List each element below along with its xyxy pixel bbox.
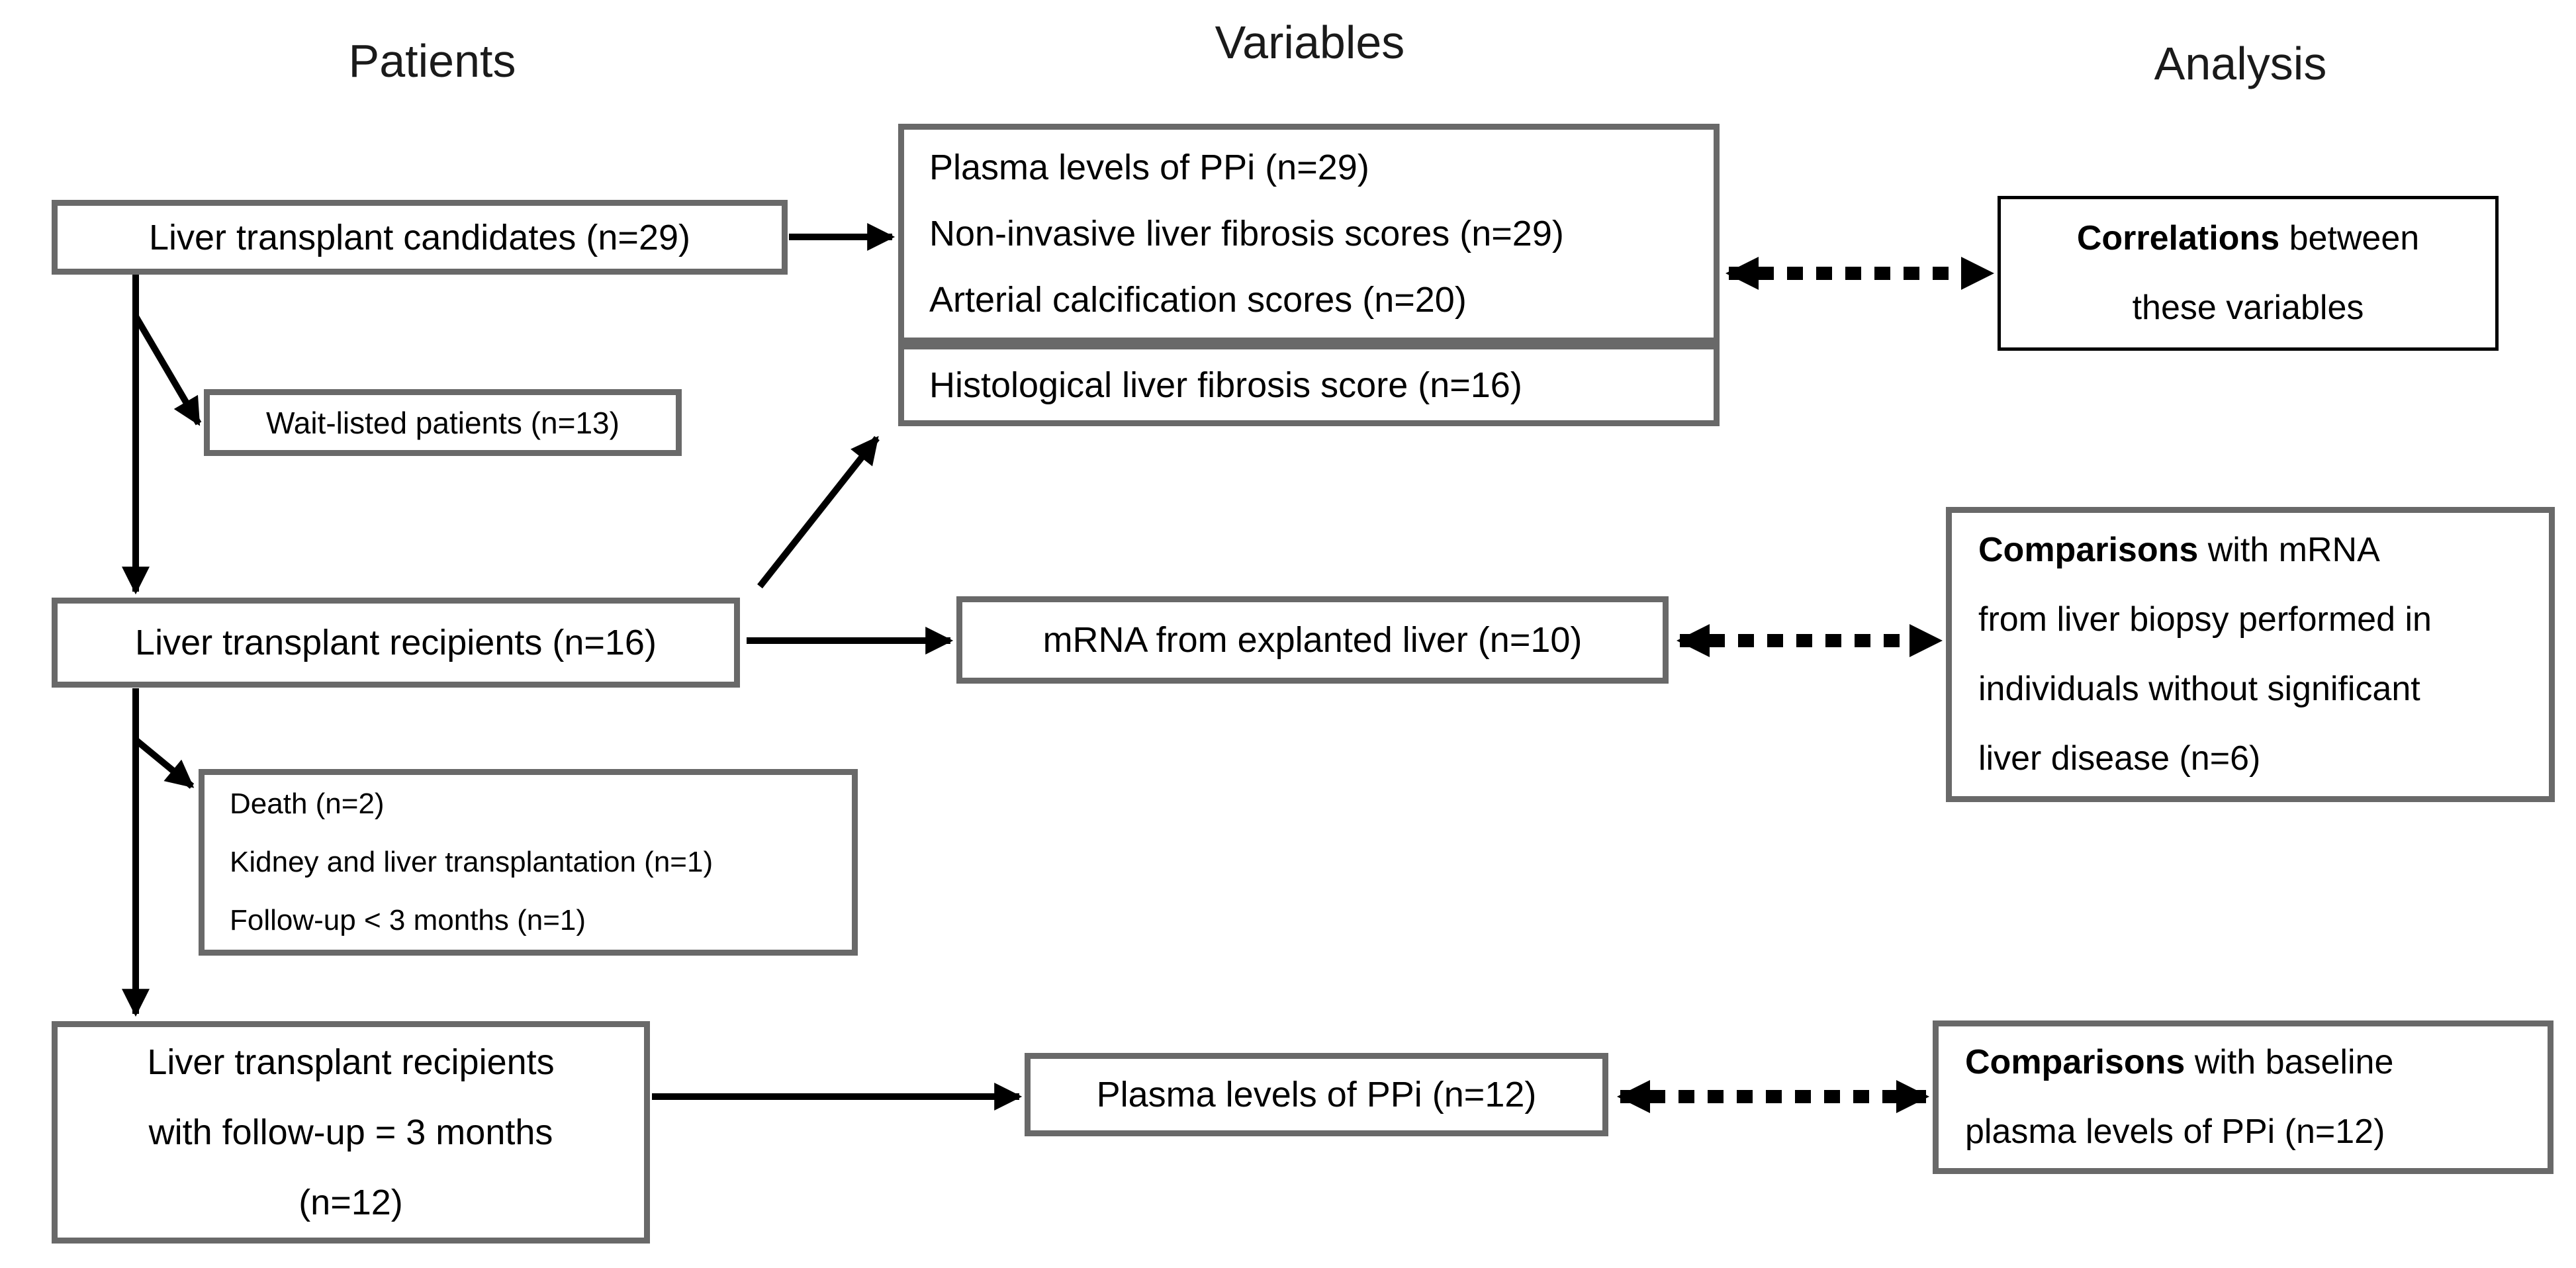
analysis-line: Correlations between [2077, 204, 2419, 273]
variable-line-ppi: Plasma levels of PPi (n=29) [929, 148, 1369, 187]
box-histological-fibrosis: Histological liver fibrosis score (n=16) [898, 343, 1720, 426]
variable-line-fibrosis-scores: Non-invasive liver fibrosis scores (n=29… [929, 214, 1564, 253]
box-text: Liver transplant recipients (n=16) [135, 623, 657, 662]
box-baseline-variables: Plasma levels of PPi (n=29) Non-invasive… [898, 124, 1720, 343]
comparisons-rest: with baseline [2185, 1043, 2394, 1081]
box-text: Liver transplant candidates (n=29) [149, 217, 690, 257]
excluded-line-followup: Follow-up < 3 months (n=1) [230, 904, 586, 936]
box-plasma-ppi-followup: Plasma levels of PPi (n=12) [1025, 1053, 1608, 1136]
box-text: Wait-listed patients (n=13) [266, 405, 620, 440]
analysis-line: plasma levels of PPi (n=12) [1965, 1112, 2385, 1151]
box-text-line: Liver transplant recipients [147, 1042, 555, 1082]
box-liver-transplant-candidates: Liver transplant candidates (n=29) [52, 200, 788, 275]
analysis-line: Comparisons with mRNA [1978, 516, 2380, 585]
column-header-patients: Patients [348, 35, 516, 87]
comparisons-bold: Comparisons [1978, 531, 2199, 569]
box-comparisons-mrna-analysis: Comparisons with mRNA from liver biopsy … [1946, 507, 2555, 802]
correlations-bold: Correlations [2076, 219, 2280, 257]
correlations-rest: between [2279, 219, 2420, 257]
box-wait-listed-patients: Wait-listed patients (n=13) [204, 389, 682, 456]
analysis-line: from liver biopsy performed in [1978, 600, 2432, 639]
box-text: mRNA from explanted liver (n=10) [1042, 620, 1583, 660]
excluded-line-kidney-liver: Kidney and liver transplantation (n=1) [230, 846, 713, 878]
box-text-line: with follow-up = 3 months [148, 1112, 553, 1152]
column-header-variables: Variables [1215, 17, 1405, 68]
box-comparisons-baseline-analysis: Comparisons with baseline plasma levels … [1933, 1020, 2553, 1174]
recipients-to-excluded-arrow [133, 737, 195, 789]
box-text: Plasma levels of PPi (n=12) [1096, 1075, 1537, 1114]
analysis-line: liver disease (n=6) [1978, 739, 2261, 778]
comparisons-bold: Comparisons [1965, 1043, 2185, 1081]
box-recipients-with-followup: Liver transplant recipients with follow-… [52, 1021, 650, 1244]
analysis-line: Comparisons with baseline [1965, 1028, 2393, 1097]
box-excluded-patients: Death (n=2) Kidney and liver transplanta… [199, 769, 858, 956]
excluded-line-death: Death (n=2) [230, 788, 385, 820]
analysis-line: individuals without significant [1978, 670, 2420, 708]
column-header-analysis: Analysis [2154, 38, 2327, 89]
box-text-line: (n=12) [299, 1183, 403, 1222]
box-text: Histological liver fibrosis score (n=16) [929, 365, 1522, 405]
candidates-to-waitlisted-arrow [132, 314, 202, 426]
box-liver-transplant-recipients: Liver transplant recipients (n=16) [52, 598, 740, 688]
comparisons-rest: with mRNA [2198, 531, 2380, 569]
recipients-to-histology-arrow [757, 435, 880, 589]
box-correlations-analysis: Correlations between these variables [1998, 196, 2499, 351]
box-mrna-explanted-liver: mRNA from explanted liver (n=10) [956, 596, 1669, 684]
variable-line-calcification: Arterial calcification scores (n=20) [929, 280, 1467, 320]
analysis-line: these variables [2132, 289, 2364, 327]
